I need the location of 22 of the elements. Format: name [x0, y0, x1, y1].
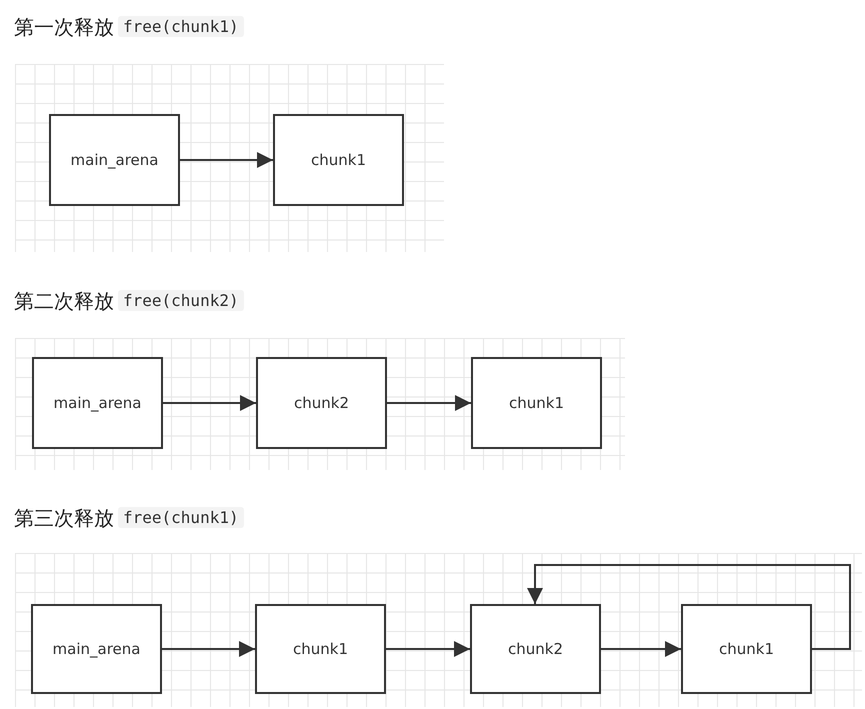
arrow — [180, 152, 273, 168]
heading: 第三次释放 — [14, 505, 114, 532]
process-box: chunk1 — [273, 114, 404, 206]
process-box: main_arena — [31, 604, 162, 694]
arrow — [527, 564, 851, 650]
process-box: chunk1 — [255, 604, 386, 694]
code-snippet: free(chunk1) — [118, 507, 244, 528]
process-box: main_arena — [49, 114, 180, 206]
heading: 第一次释放 — [14, 14, 114, 41]
process-box: chunk1 — [471, 357, 602, 449]
process-box: main_arena — [32, 357, 163, 449]
arrow — [387, 395, 471, 411]
code-snippet: free(chunk2) — [118, 290, 244, 311]
arrow — [601, 641, 681, 657]
process-box: chunk2 — [470, 604, 601, 694]
arrow — [162, 641, 255, 657]
arrow — [386, 641, 470, 657]
arrow — [163, 395, 256, 411]
process-box: chunk1 — [681, 604, 812, 694]
code-snippet: free(chunk1) — [118, 16, 244, 37]
process-box: chunk2 — [256, 357, 387, 449]
heading: 第二次释放 — [14, 288, 114, 315]
